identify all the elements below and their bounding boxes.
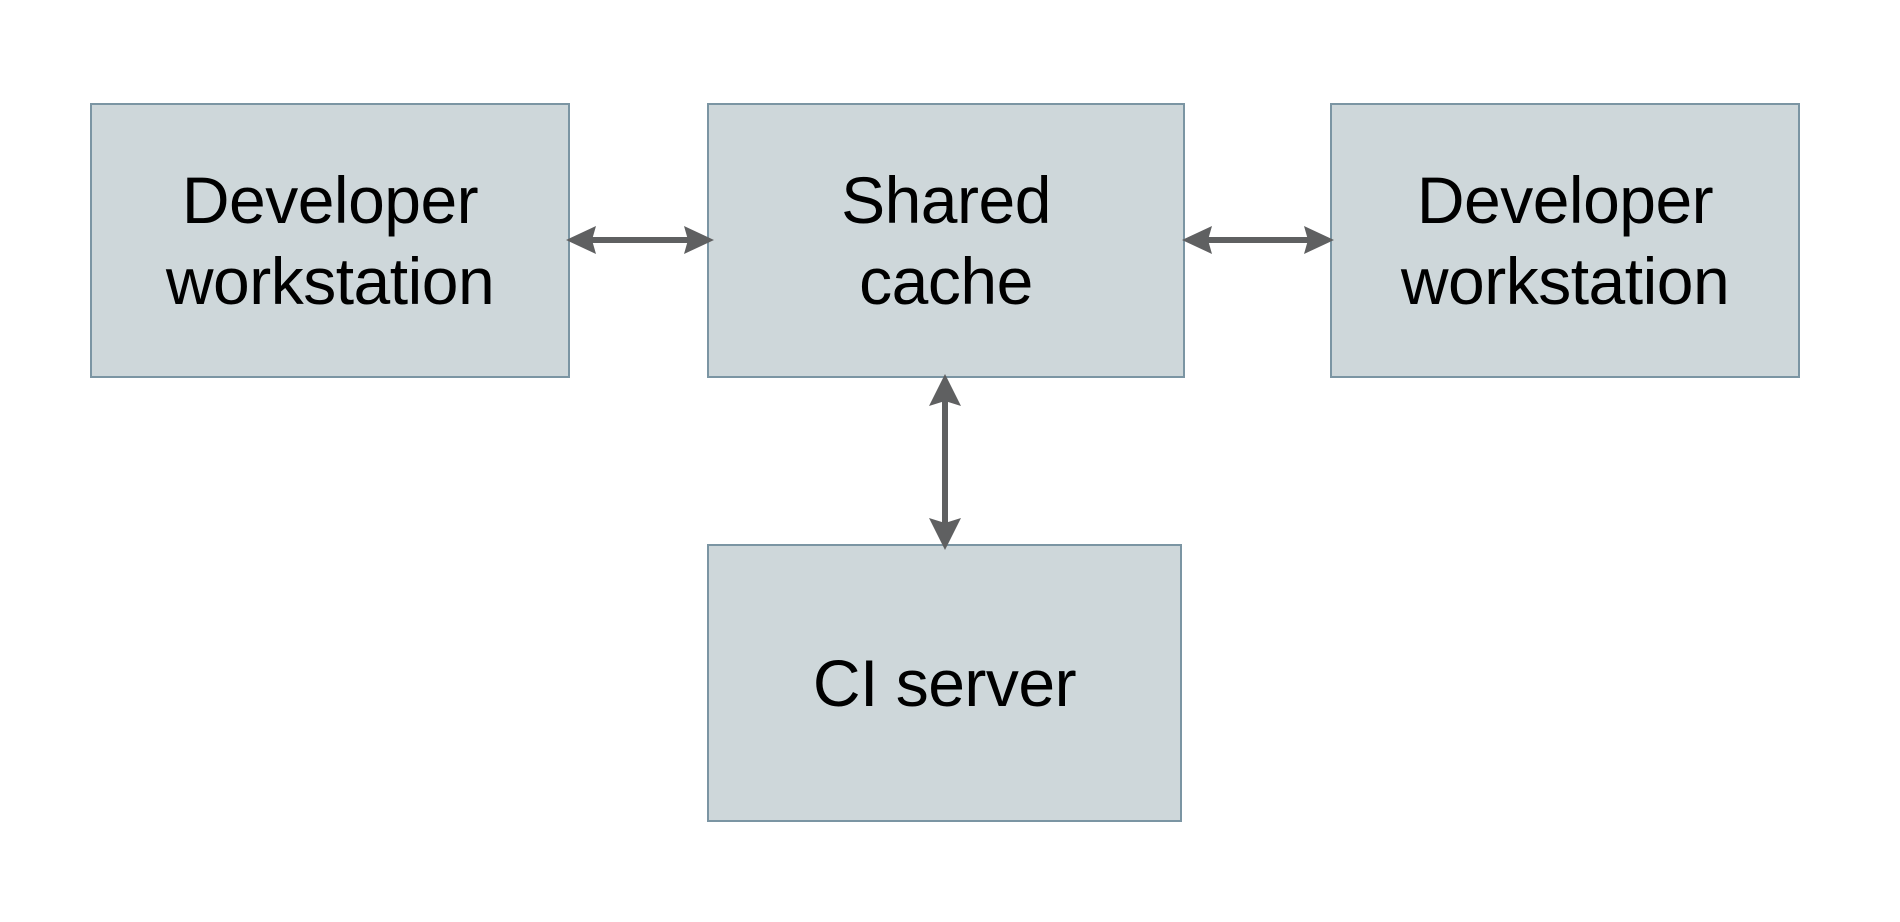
connector-shared-cache-to-ci-server	[929, 374, 961, 550]
connector-developer-workstation-left-to-shared-cache	[566, 226, 714, 254]
node-label: Developer workstation	[165, 162, 495, 318]
node-label: CI server	[812, 645, 1077, 720]
node-shared-cache[interactable]: Shared cache	[707, 103, 1185, 378]
node-developer-workstation-right[interactable]: Developer workstation	[1330, 103, 1800, 378]
node-developer-workstation-left[interactable]: Developer workstation	[90, 103, 570, 378]
node-label: Developer workstation	[1400, 162, 1730, 318]
connector-shared-cache-to-developer-workstation-right	[1182, 226, 1334, 254]
node-label: Shared cache	[841, 162, 1051, 318]
node-ci-server[interactable]: CI server	[707, 544, 1182, 822]
